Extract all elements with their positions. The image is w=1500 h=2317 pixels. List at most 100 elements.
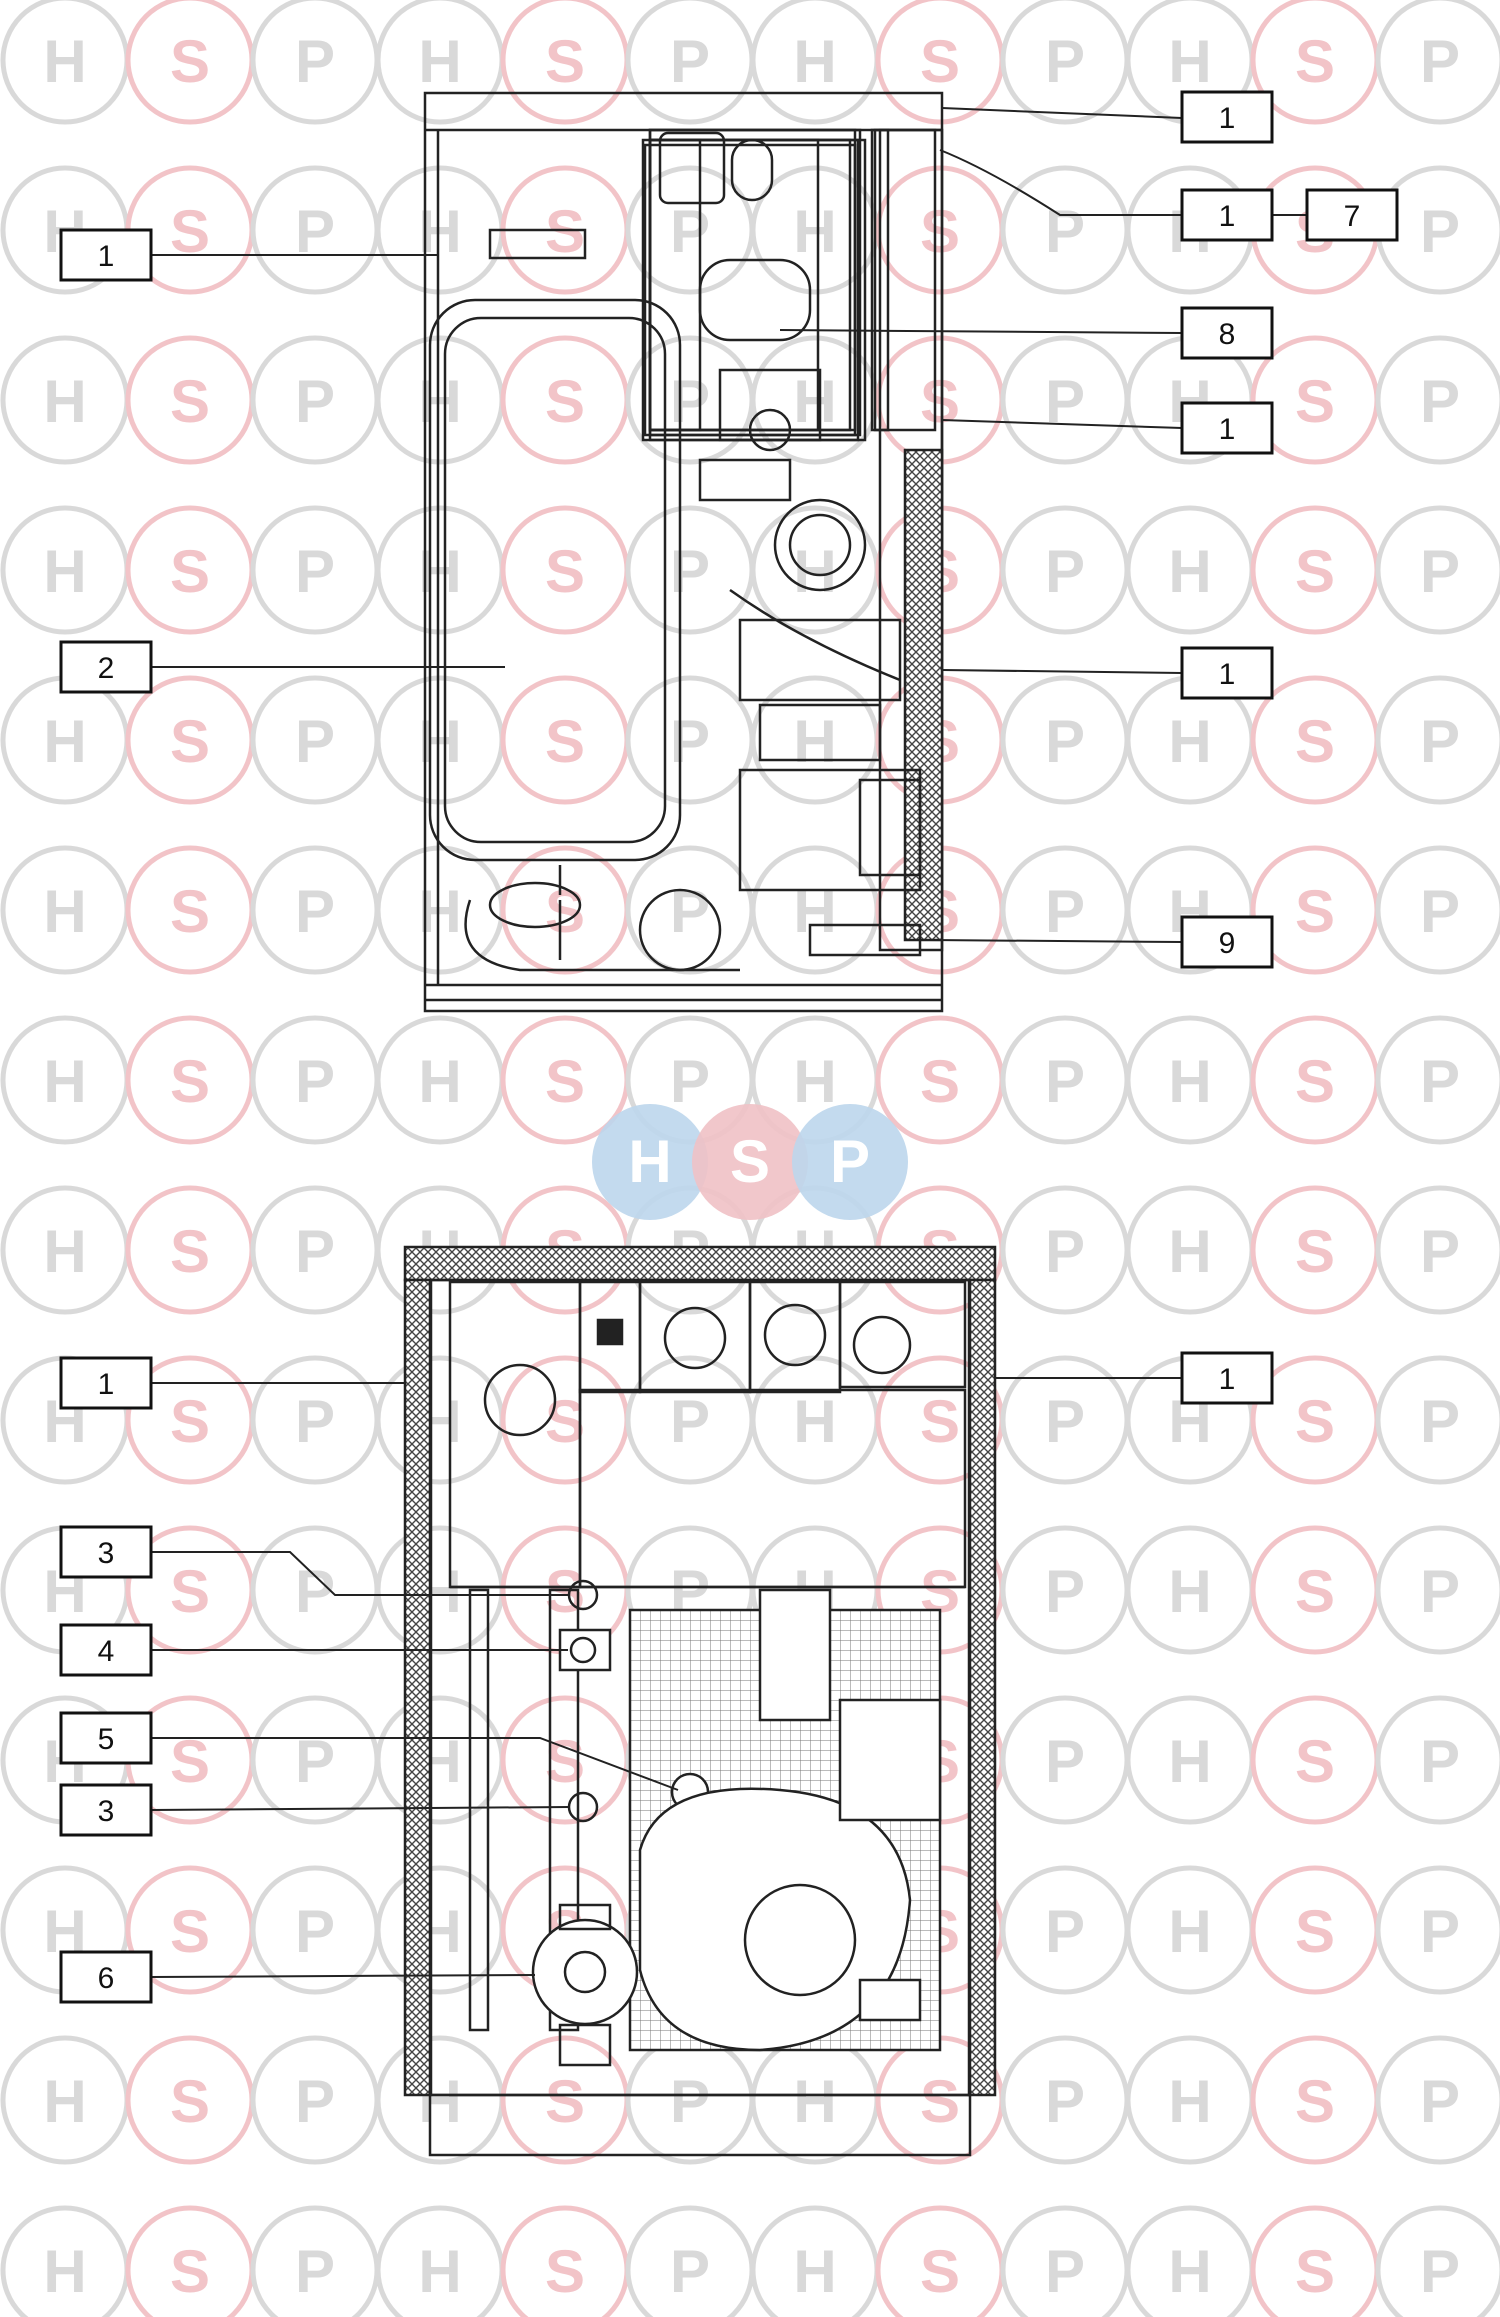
chamber-frame-inner <box>643 143 857 437</box>
leader-c2 <box>939 149 1182 216</box>
callout-number: 1 <box>1219 200 1236 233</box>
flue-collar <box>658 131 726 205</box>
power-switch <box>596 1318 624 1346</box>
watermark-letter: H <box>43 538 86 605</box>
isolator-valve-upper <box>567 1579 599 1611</box>
callout-number: 2 <box>98 652 115 685</box>
watermark-circle <box>1375 1355 1500 1485</box>
watermark-letter: H <box>793 708 836 775</box>
watermark-letter: P <box>670 2068 710 2135</box>
timer-dial <box>763 1303 827 1367</box>
return-pipe <box>464 899 740 972</box>
leader-c6 <box>941 419 1183 429</box>
watermark-letter: S <box>545 1388 585 1455</box>
watermark-letter: S <box>170 1218 210 1285</box>
right-insulation <box>967 1278 997 2097</box>
callout-box <box>1180 1351 1274 1405</box>
watermark-letter: P <box>1420 1048 1460 1115</box>
watermark-letter: H <box>43 2238 86 2305</box>
watermark-letter: S <box>1295 28 1335 95</box>
watermark-letter: H <box>793 2068 836 2135</box>
pump-motor <box>858 778 922 877</box>
watermark-letter: H <box>1168 538 1211 605</box>
callout-box <box>59 1783 153 1837</box>
logo-s-letter: S <box>730 1128 770 1195</box>
watermark-letter: P <box>670 1048 710 1115</box>
callout-box <box>1180 306 1274 360</box>
callout-number: 1 <box>98 1368 115 1401</box>
logo-p-circle <box>792 1104 908 1220</box>
callout-d6: 3 <box>59 1783 153 1837</box>
watermark-letter: S <box>920 198 960 265</box>
watermark-letter: H <box>43 708 86 775</box>
watermark-letter: S <box>170 708 210 775</box>
watermark-circle <box>1375 0 1500 125</box>
callout-box <box>59 640 153 694</box>
drain-fitting <box>488 881 582 929</box>
callout-box <box>1180 188 1274 242</box>
logo-h-circle <box>592 1104 708 1220</box>
leader-lines <box>150 107 1307 1978</box>
watermark-letter: P <box>295 1898 335 1965</box>
watermark-letter: S <box>170 2068 210 2135</box>
callout-box <box>1180 915 1274 969</box>
watermark-letter: P <box>1045 1728 1085 1795</box>
valve-body <box>698 458 792 502</box>
watermark-letter: P <box>295 878 335 945</box>
watermark-letter: P <box>1045 2238 1085 2305</box>
watermark-letter: S <box>1295 1218 1335 1285</box>
watermark-letter: S <box>1295 878 1335 945</box>
callout-number: 8 <box>1219 318 1236 351</box>
leader-c1 <box>941 107 1183 119</box>
watermark-letter: S <box>545 28 585 95</box>
watermark-letter: P <box>295 1728 335 1795</box>
watermark-letter: S <box>1295 708 1335 775</box>
gas-valve-front <box>838 1698 942 1822</box>
watermark-letter: S <box>545 1048 585 1115</box>
callout-box <box>1180 401 1274 455</box>
watermark-circle <box>1375 1695 1500 1825</box>
watermark-letter: P <box>1420 1898 1460 1965</box>
watermark-letter: P <box>1045 1048 1085 1115</box>
watermark-letter: S <box>545 708 585 775</box>
watermark-letter: S <box>170 1558 210 1625</box>
watermark-letter: S <box>920 1388 960 1455</box>
watermark-letter: P <box>1420 1388 1460 1455</box>
watermark-letter: S <box>170 368 210 435</box>
watermark-letter: P <box>670 538 710 605</box>
pressure-gauge-front <box>852 1315 912 1375</box>
watermark-letter: P <box>1045 878 1085 945</box>
watermark-letter: H <box>1168 1218 1211 1285</box>
return-pipe-front <box>468 1588 490 2032</box>
callout-d7: 6 <box>59 1950 153 2004</box>
watermark-circle <box>1375 675 1500 805</box>
watermark-circle <box>1375 1185 1500 1315</box>
watermark-letter: P <box>1420 2238 1460 2305</box>
callout-number: 3 <box>98 1795 115 1828</box>
panel-aperture <box>483 1363 557 1437</box>
watermark-letter: P <box>670 28 710 95</box>
watermark-letter: S <box>1295 1558 1335 1625</box>
watermark-letter: P <box>1045 708 1085 775</box>
watermark-letter: S <box>170 1048 210 1115</box>
watermark-letter: P <box>295 2068 335 2135</box>
watermark-letter: S <box>545 2238 585 2305</box>
callout-c8: 1 <box>1180 646 1274 700</box>
callout-box <box>59 228 153 282</box>
watermark-circle <box>1375 335 1500 465</box>
callout-box <box>1305 188 1399 242</box>
hsp-logo: H S P <box>592 1104 908 1220</box>
pump-union-bottom <box>558 2023 612 2067</box>
watermark-letter: H <box>1168 1048 1211 1115</box>
watermark-circle <box>1375 845 1500 975</box>
boiler-side-view <box>423 91 944 1013</box>
watermark-letter: S <box>920 2238 960 2305</box>
gauge-dial <box>788 513 852 577</box>
ignition-unit <box>758 703 882 762</box>
upper-casing <box>648 138 867 442</box>
callout-number: 1 <box>98 240 115 273</box>
callout-c3: 7 <box>1305 188 1399 242</box>
watermark-letter: S <box>1295 2238 1335 2305</box>
